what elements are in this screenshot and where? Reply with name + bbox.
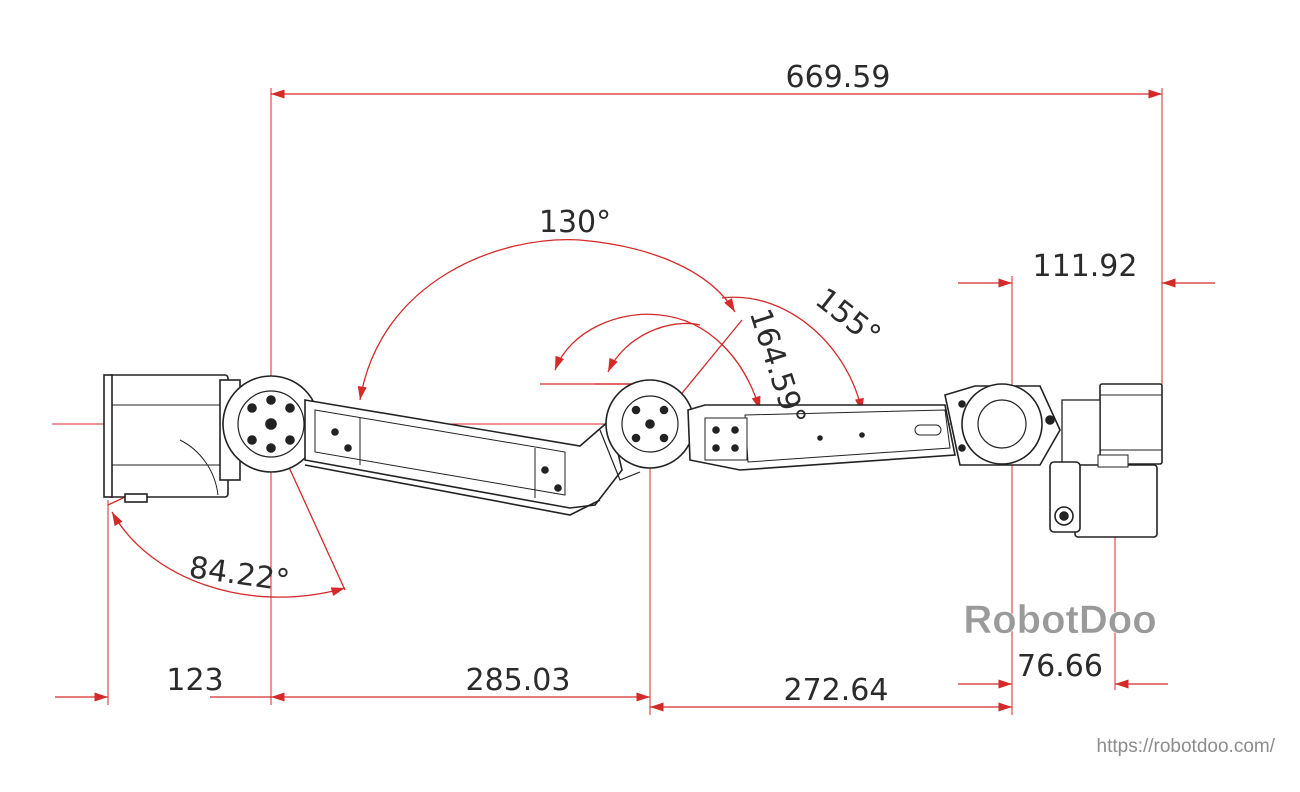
base-lip xyxy=(103,374,113,498)
upper-arm-link xyxy=(304,399,623,516)
tool-body xyxy=(1074,464,1158,538)
arc-wrist xyxy=(721,296,864,413)
label-wrist-offset: 76.66 xyxy=(1017,649,1103,684)
label-end-offset: 111.92 xyxy=(1033,249,1138,284)
watermark-brand: RobotDoo xyxy=(963,598,1156,642)
label-forearm: 272.64 xyxy=(784,673,889,708)
label-base-segment: 123 xyxy=(166,663,223,698)
shoulder-joint xyxy=(222,375,320,473)
label-upper-arm: 285.03 xyxy=(466,663,571,698)
arc-base xyxy=(111,511,346,598)
watermark: RobotDoo https://robotdoo.com/ xyxy=(963,598,1276,757)
base-unit xyxy=(103,374,241,503)
label-overall-length: 669.59 xyxy=(786,60,891,95)
watermark-url: https://robotdoo.com/ xyxy=(1097,736,1276,757)
dimension-lines xyxy=(55,89,1215,712)
robot-arm xyxy=(103,374,1163,538)
label-base-angle: 84.22° xyxy=(187,550,292,599)
arc-elbow-inner xyxy=(554,313,761,411)
flange-housing xyxy=(1099,383,1163,465)
label-wrist-angle: 155° xyxy=(809,281,887,353)
arc-elbow-inner2 xyxy=(607,322,701,373)
elbow-joint xyxy=(599,379,695,481)
base-housing xyxy=(107,374,229,498)
wrist-joint xyxy=(944,383,1061,466)
label-shoulder-angle: 130° xyxy=(539,205,611,240)
end-effector xyxy=(1049,383,1163,538)
arc-shoulder xyxy=(357,238,736,401)
forearm-link xyxy=(687,404,956,471)
